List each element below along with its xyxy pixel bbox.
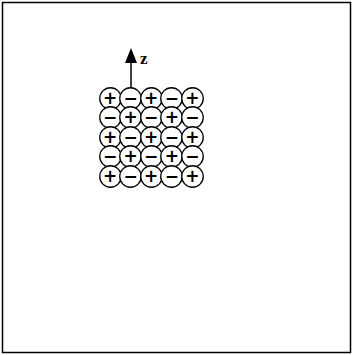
charge-sign: + [103, 129, 117, 146]
charge-circle: − [160, 87, 183, 110]
charge-sign: + [185, 168, 199, 185]
charge-circle: + [181, 126, 204, 149]
charge-circle: − [160, 165, 183, 188]
charge-sign: + [165, 109, 179, 126]
circle-shape [99, 146, 121, 168]
charge-sign: + [123, 109, 137, 126]
charge-sign: + [144, 90, 158, 107]
charge-sign: − [103, 148, 117, 165]
axis-label: z [140, 50, 148, 67]
charge-sign: + [123, 148, 137, 165]
circle-shape [161, 87, 183, 109]
circle-shape [182, 107, 204, 129]
circle-shape [182, 146, 204, 168]
charge-sign: − [165, 90, 179, 107]
charge-sign: − [123, 90, 137, 107]
charge-sign: − [123, 168, 137, 185]
charge-circle: − [99, 106, 122, 129]
charge-circle: − [119, 165, 142, 188]
charge-sign: − [103, 109, 117, 126]
charge-circle: + [119, 106, 142, 129]
charge-circle: + [181, 87, 204, 110]
charge-sign: − [123, 129, 137, 146]
circle-shape [182, 166, 204, 188]
circle-shape [182, 126, 204, 148]
charge-circle: + [119, 145, 142, 168]
charge-circle: − [99, 145, 122, 168]
charge-sign: + [185, 129, 199, 146]
charge-sign: − [185, 109, 199, 126]
circle-shape [120, 126, 142, 148]
charge-circle: + [140, 87, 163, 110]
charge-circle: + [160, 145, 183, 168]
charge-sign: − [165, 168, 179, 185]
charge-sign: + [165, 148, 179, 165]
circle-shape [161, 126, 183, 148]
circle-shape [161, 146, 183, 168]
charge-circle: − [160, 126, 183, 149]
circle-shape [120, 166, 142, 188]
charge-circle: − [119, 87, 142, 110]
circle-shape [120, 87, 142, 109]
circle-shape [99, 166, 121, 188]
charge-sign: − [165, 129, 179, 146]
charge-circle: + [140, 126, 163, 149]
charge-sign: + [144, 129, 158, 146]
circle-shape [140, 126, 162, 148]
frame [3, 3, 351, 353]
circle-shape [99, 107, 121, 129]
charge-circle: + [181, 165, 204, 188]
charge-sign: − [144, 109, 158, 126]
charge-circle: − [119, 126, 142, 149]
circle-shape [182, 87, 204, 109]
charge-circle: − [181, 106, 204, 129]
charge-circle: + [160, 106, 183, 129]
charge-sign: + [103, 168, 117, 185]
circle-shape [120, 146, 142, 168]
charge-sign: + [144, 168, 158, 185]
circle-shape [161, 166, 183, 188]
charge-sign: + [185, 90, 199, 107]
charge-sign: − [185, 148, 199, 165]
charge-circle: + [99, 87, 122, 110]
circle-shape [99, 126, 121, 148]
charge-circle: − [140, 106, 163, 129]
charge-circle: − [181, 145, 204, 168]
charge-circle: − [140, 145, 163, 168]
circle-shape [120, 107, 142, 129]
circle-shape [140, 146, 162, 168]
charge-sign: + [103, 90, 117, 107]
circle-shape [161, 107, 183, 129]
axis-arrowhead [125, 48, 137, 63]
axis-line [130, 60, 132, 88]
circle-shape [140, 107, 162, 129]
circle-shape [140, 87, 162, 109]
circle-shape [140, 166, 162, 188]
charge-circle: + [99, 126, 122, 149]
charge-circle: + [140, 165, 163, 188]
circle-shape [99, 87, 121, 109]
charge-sign: − [144, 148, 158, 165]
charge-circle: + [99, 165, 122, 188]
